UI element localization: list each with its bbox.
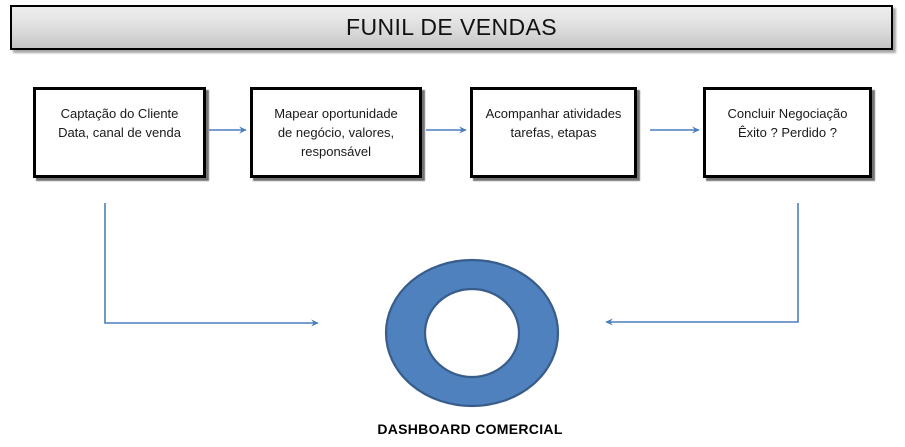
process-box-label: Captação do Cliente Data, canal de venda <box>58 106 181 140</box>
dashboard-donut-shape[interactable] <box>384 258 560 408</box>
process-box-captacao-cliente[interactable]: Captação do Cliente Data, canal de venda <box>33 87 206 178</box>
diagram-title-banner: FUNIL DE VENDAS <box>10 5 893 50</box>
feedback-arrow-left <box>104 203 319 327</box>
page-title: FUNIL DE VENDAS <box>346 14 557 40</box>
process-box-label: Mapear oportunidade de negócio, valores,… <box>274 106 398 159</box>
dashboard-label: DASHBOARD COMERCIAL <box>377 421 563 437</box>
process-box-label: Acompanhar atividades tarefas, etapas <box>485 106 622 140</box>
feedback-arrow-right <box>605 203 799 326</box>
process-box-concluir-negociacao[interactable]: Concluir Negociação Êxito ? Perdido ? <box>703 87 872 178</box>
donut-icon <box>384 258 560 408</box>
process-box-acompanhar-atividades[interactable]: Acompanhar atividades tarefas, etapas <box>470 87 637 178</box>
process-box-mapear-oportunidade[interactable]: Mapear oportunidade de negócio, valores,… <box>250 87 422 178</box>
process-box-label: Concluir Negociação Êxito ? Perdido ? <box>727 106 848 140</box>
